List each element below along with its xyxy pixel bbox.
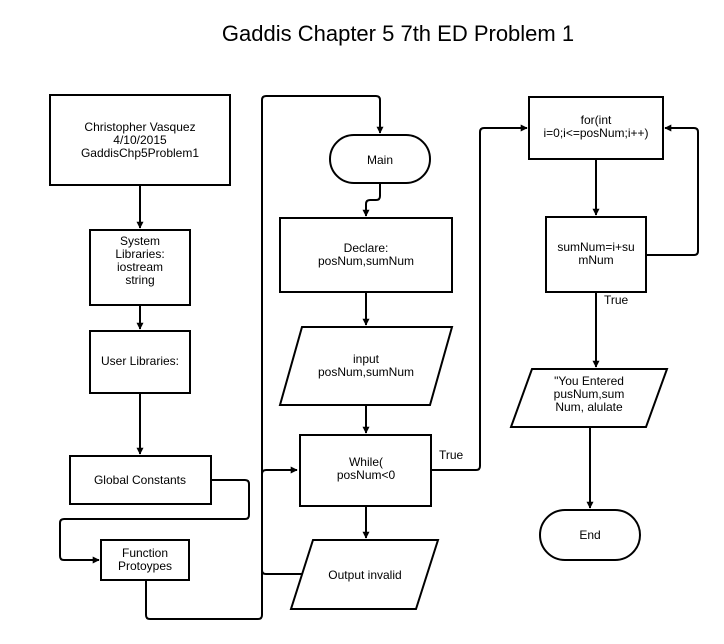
node-label: User Libraries: bbox=[101, 354, 179, 368]
node-declare[interactable]: Declare:posNum,sumNum bbox=[279, 217, 453, 293]
node-label-line: pusNum,sum bbox=[554, 387, 625, 401]
diagram-title: Gaddis Chapter 5 7th ED Problem 1 bbox=[222, 21, 574, 46]
node-label-line: Output invalid bbox=[328, 568, 401, 582]
node-label: Output invalid bbox=[328, 568, 401, 582]
node-label: Global Constants bbox=[94, 473, 186, 487]
edge-output-invalid-to-while bbox=[261, 466, 310, 575]
node-label-line: input bbox=[353, 352, 380, 366]
node-label-line: Christopher Vasquez bbox=[84, 120, 195, 134]
node-label: While(posNum<0 bbox=[337, 455, 396, 482]
edge-label-sum-true: True bbox=[604, 293, 629, 307]
node-label-line: iostream bbox=[117, 260, 163, 274]
node-label-line: End bbox=[579, 528, 600, 542]
node-output-invalid[interactable]: Output invalid bbox=[289, 539, 440, 610]
node-label-line: "You Entered bbox=[554, 374, 624, 388]
edge-main-to-declare bbox=[362, 183, 381, 217]
node-label-line: string bbox=[125, 273, 154, 287]
node-label: Main bbox=[367, 153, 393, 167]
connectors bbox=[59, 95, 699, 620]
node-while-decision[interactable]: While(posNum<0 bbox=[299, 434, 432, 507]
edge-function-prototypes-to-main bbox=[145, 95, 384, 620]
node-label-line: Protoypes bbox=[118, 559, 172, 573]
node-label-line: User Libraries: bbox=[101, 354, 179, 368]
node-label-line: Global Constants bbox=[94, 473, 186, 487]
edge-label-while-true: True bbox=[439, 448, 464, 462]
node-label-line: GaddisChp5Problem1 bbox=[81, 146, 199, 160]
edge-sum-to-for-loop bbox=[646, 124, 699, 256]
node-label-line: 4/10/2015 bbox=[113, 133, 167, 147]
node-label-line: posNum,sumNum bbox=[318, 254, 414, 268]
node-label-line: sumNum=i+su bbox=[557, 240, 634, 254]
node-label-line: System bbox=[120, 234, 160, 248]
node-label-line: Function bbox=[122, 546, 168, 560]
node-user-libraries[interactable]: User Libraries: bbox=[89, 330, 191, 394]
edge-global-constants-to-function-prototypes bbox=[59, 479, 250, 564]
node-label-line: posNum,sumNum bbox=[318, 365, 414, 379]
node-label-line: posNum<0 bbox=[337, 468, 396, 482]
node-global-constants[interactable]: Global Constants bbox=[69, 455, 212, 505]
node-label-line: While( bbox=[349, 455, 383, 469]
node-label: Declare:posNum,sumNum bbox=[318, 241, 414, 268]
node-label-line: Libraries: bbox=[115, 247, 164, 261]
node-label-line: Num, alulate bbox=[555, 400, 623, 414]
node-label-line: Main bbox=[367, 153, 393, 167]
node-end-terminator[interactable]: End bbox=[539, 509, 641, 561]
node-label-line: Declare: bbox=[344, 241, 389, 255]
node-label: End bbox=[579, 528, 600, 542]
node-label-line: for(int bbox=[581, 113, 612, 127]
edge-while-to-for-loop bbox=[431, 124, 528, 471]
node-main-terminator[interactable]: Main bbox=[329, 134, 431, 184]
node-label-line: mNum bbox=[578, 253, 613, 267]
node-label-line: i=0;i<=posNum;i++) bbox=[543, 126, 648, 140]
